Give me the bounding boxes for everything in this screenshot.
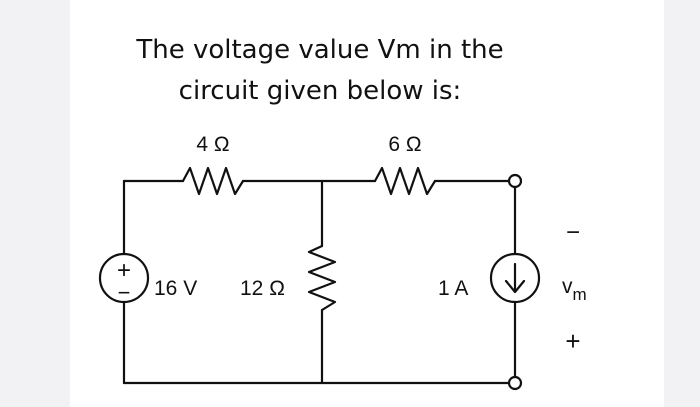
resistor-4-ohm-label: 4 Ω	[196, 133, 229, 156]
current-source-label: 1 A	[438, 277, 468, 300]
vm-plus-sign: +	[565, 326, 580, 356]
voltage-source-minus: −	[118, 280, 131, 305]
question-card	[70, 0, 664, 407]
resistor-12-ohm-label: 12 Ω	[240, 277, 285, 300]
resistor-4-ohm	[181, 166, 245, 196]
resistor-12-ohm	[307, 244, 337, 312]
question-line-2: circuit given below is:	[178, 76, 462, 106]
terminal-bottom	[507, 375, 523, 391]
vm-label: vm	[562, 275, 587, 304]
question-line-1: The voltage value Vm in the	[136, 35, 504, 65]
resistor-6-ohm-label: 6 Ω	[388, 133, 421, 156]
current-arrow-head-icon	[504, 279, 526, 294]
vm-label-v: v	[562, 275, 573, 298]
vm-minus-sign: −	[566, 219, 580, 246]
voltage-source-label: 16 V	[154, 277, 197, 300]
terminal-top	[507, 173, 523, 189]
vm-label-subscript: m	[573, 285, 587, 304]
question-text: The voltage value Vm in the circuit give…	[70, 30, 570, 112]
resistor-6-ohm	[373, 166, 437, 196]
voltage-source-plus: +	[117, 257, 131, 284]
